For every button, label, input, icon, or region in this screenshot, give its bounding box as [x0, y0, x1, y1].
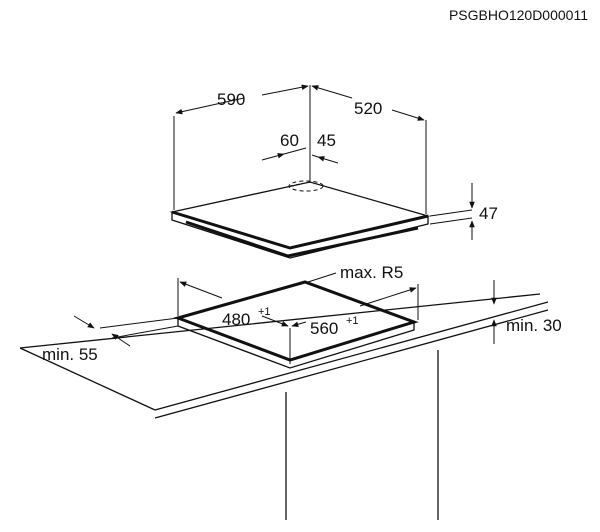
dim-cutout-depth-tolerance: +1 — [258, 306, 271, 318]
gas-connection-dashed — [288, 180, 324, 192]
corner-radius-label: max. R5 — [340, 263, 403, 282]
min-below-label: min. 30 — [506, 316, 562, 335]
hob-top-edge — [171, 210, 429, 250]
dim-height-label: 47 — [479, 204, 498, 223]
worktop-back-edge — [19, 293, 541, 349]
hob-base-tray — [185, 220, 419, 258]
hob — [169, 180, 431, 259]
gas-inlet — [289, 183, 301, 187]
cutout-depth — [177, 318, 415, 369]
hob-dimensions — [173, 84, 475, 240]
worktop-front-bottom — [154, 309, 549, 419]
hob-top-surface — [169, 181, 431, 249]
worktop-front-top — [154, 301, 549, 411]
radius-leader — [307, 272, 337, 283]
min-front-dimension — [73, 315, 179, 347]
hob-body — [171, 212, 429, 259]
dim-cutout-depth-label: 480 — [222, 310, 250, 329]
dim-cutout-width-label: 560 — [310, 319, 338, 338]
worktop — [19, 293, 549, 520]
dim-width-label: 590 — [217, 90, 245, 109]
dim-cutout-width-tolerance: +1 — [346, 315, 359, 327]
dim-offset-left-label: 60 — [280, 131, 299, 150]
dim-depth-label: 520 — [354, 99, 382, 118]
dim-offset-right-label: 45 — [317, 131, 336, 150]
min-front-label: min. 55 — [42, 345, 98, 364]
cutout — [173, 272, 419, 369]
document-code: PSGBHO120D000011 — [449, 7, 588, 23]
